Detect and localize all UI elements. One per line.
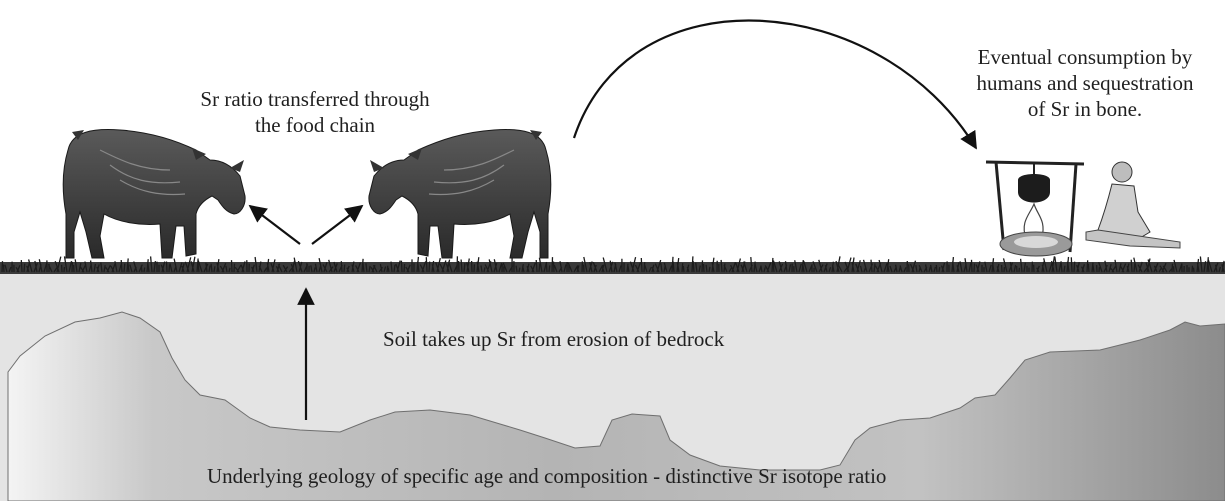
cooking-pot-icon bbox=[1018, 163, 1050, 203]
food-chain-label: Sr ratio transferred through the food ch… bbox=[150, 86, 480, 138]
human-figure-icon bbox=[1086, 162, 1180, 248]
cow-left-icon bbox=[63, 130, 245, 258]
geology-label: Underlying geology of specific age and c… bbox=[207, 463, 1207, 489]
consumption-label: Eventual consumption by humans and seque… bbox=[950, 44, 1220, 122]
arrow-to-left-cow bbox=[250, 206, 300, 244]
cooking-scene bbox=[986, 162, 1180, 256]
grass-strip bbox=[0, 256, 1225, 274]
arrow-to-right-cow bbox=[312, 206, 362, 244]
campfire-icon bbox=[1000, 204, 1072, 256]
cow-right-icon bbox=[369, 130, 551, 258]
soil-label: Soil takes up Sr from erosion of bedrock bbox=[383, 326, 843, 352]
arrow-cow-to-human bbox=[574, 20, 976, 148]
